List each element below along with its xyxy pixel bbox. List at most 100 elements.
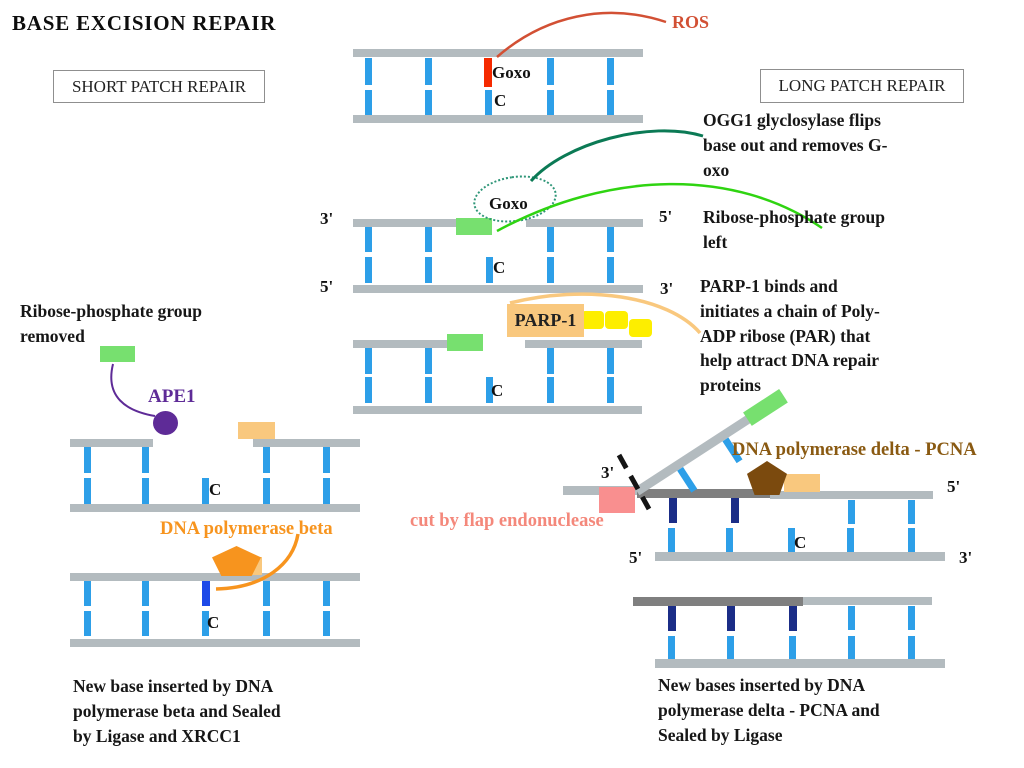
pcna-clamp-unit — [784, 474, 820, 492]
long-dna1-new-rung — [731, 498, 739, 523]
short-dna1-rung — [323, 447, 330, 473]
short-dna2-rung — [263, 581, 270, 606]
long-dna2-rung — [668, 636, 675, 660]
short-dna2-top-strand — [70, 573, 360, 581]
long-dna1-rung — [908, 528, 915, 553]
long-dna1-new-rung — [669, 498, 677, 523]
dna1-bottom-strand — [353, 115, 643, 123]
ribose-phosphate-group — [456, 218, 492, 235]
short-dna2-rung — [142, 581, 149, 606]
ogg1-paragraph: OGG1 glyclosylase flips base out and rem… — [703, 108, 887, 182]
dna2-prime5-bottom-left: 5' — [320, 277, 334, 296]
long-patch-caption: New bases inserted by DNA polymerase del… — [658, 673, 880, 747]
dna2-top-strand-left — [353, 219, 456, 227]
short-dna1-rung — [84, 447, 91, 473]
long-dna1-prime5-bottom-left: 5' — [629, 548, 643, 567]
ros-label: ROS — [672, 12, 710, 32]
long-dna1-rung — [788, 528, 795, 553]
new-base-rung — [202, 581, 210, 606]
dna3-rung — [607, 377, 614, 403]
long-dna2-bottom-strand — [655, 659, 945, 668]
ape1-enzyme-circle — [153, 411, 178, 435]
dna1-rung — [365, 58, 372, 85]
short-dna1-rung — [142, 478, 149, 504]
long-dna2-top-strand — [803, 597, 932, 605]
dna3-rung — [425, 377, 432, 403]
short-dna1-bottom-strand — [70, 504, 360, 512]
short-dna2-rung — [323, 581, 330, 606]
short-dna1-rung — [84, 478, 91, 504]
short-patch-repair-box: SHORT PATCH REPAIR — [53, 70, 265, 103]
dna1-rung — [607, 90, 614, 116]
paragraph-line: base out and removes G- — [703, 134, 888, 155]
xrcc1-unit — [238, 422, 275, 439]
paragraph-line: oxo — [703, 159, 730, 180]
base-c-label: C — [493, 258, 506, 277]
long-dna1-top-strand-right — [770, 491, 933, 499]
dna3-rung — [607, 348, 614, 374]
dna3-rung — [547, 377, 554, 403]
ribose-phosphate-group — [447, 334, 483, 351]
short-dna2-rung — [323, 611, 330, 636]
short-dna1-top-strand-right — [253, 439, 360, 447]
dna1-rung — [365, 90, 372, 116]
paragraph-line: New base inserted by DNA — [73, 676, 274, 696]
dna2-bottom-strand — [353, 285, 643, 293]
dna2-rung — [365, 227, 372, 252]
paragraph-line: help attract DNA repair — [700, 350, 880, 371]
short-dna1-rung — [202, 478, 209, 504]
pol-delta-label: DNA polymerase delta - PCNA — [732, 440, 977, 460]
long-dna2-rung — [848, 606, 855, 630]
dna1-rung — [547, 58, 554, 85]
short-dna1-top-strand-left — [70, 439, 153, 447]
dna1-rung — [425, 58, 432, 85]
long-dna1-rung — [848, 500, 855, 524]
paragraph-line: New bases inserted by DNA — [658, 675, 866, 695]
long-dna2-rung — [908, 636, 915, 660]
long-dna1-rung — [668, 528, 675, 553]
short-dna1-rung — [323, 478, 330, 504]
dna1-rung — [607, 58, 614, 85]
short-dna2-rung — [202, 611, 209, 636]
dna3-top-strand-left — [353, 340, 452, 348]
short-dna1-rung — [142, 447, 149, 473]
dna3-bottom-strand — [353, 406, 642, 414]
dna2-rung — [547, 257, 554, 283]
base-c-label: C — [494, 91, 507, 110]
dna2-rung — [365, 257, 372, 283]
short-dna1-rung — [263, 478, 270, 504]
base-c-label: C — [491, 381, 504, 400]
long-dna2-new-rung — [727, 606, 735, 631]
long-dna2-new-rung — [789, 606, 797, 631]
base-c-label: C — [209, 480, 222, 499]
paragraph-line: proteins — [700, 375, 761, 396]
long-patch-repair-box: LONG PATCH REPAIR — [760, 69, 964, 103]
dna3-rung — [425, 348, 432, 374]
goxo-damaged-base-rung — [484, 58, 492, 87]
long-dna1-new-strand — [637, 489, 771, 498]
parp1-protein-box: PARP-1 — [507, 304, 584, 337]
paragraph-line: polymerase beta and Sealed — [73, 700, 281, 721]
dna3-rung — [365, 348, 372, 374]
dna1-rung — [547, 90, 554, 116]
paragraph-line: initiates a chain of Poly- — [700, 300, 880, 321]
goxo-flipped-label: Goxo — [489, 194, 528, 213]
dna3-rung — [365, 377, 372, 403]
dna2-rung — [486, 257, 493, 283]
short-dna2-rung — [142, 611, 149, 636]
paragraph-line: ADP ribose (PAR) that — [700, 325, 871, 346]
dna2-rung — [425, 227, 432, 252]
long-dna2-rung — [908, 606, 915, 630]
paragraph-line: left — [703, 231, 728, 252]
long-dna2-rung — [789, 636, 796, 660]
long-dna2-rung — [848, 636, 855, 660]
short-patch-caption: New base inserted by DNA polymerase beta… — [73, 674, 281, 748]
flap-prime3-label: 3' — [601, 463, 615, 482]
paragraph-line: Sealed by Ligase — [658, 724, 783, 745]
paragraph-line: Ribose-phosphate group — [703, 207, 886, 227]
long-dna2-new-strand — [633, 597, 803, 606]
dna1-rung — [485, 90, 492, 116]
short-dna2-bottom-strand — [70, 639, 360, 647]
short-dna2-rung — [84, 611, 91, 636]
